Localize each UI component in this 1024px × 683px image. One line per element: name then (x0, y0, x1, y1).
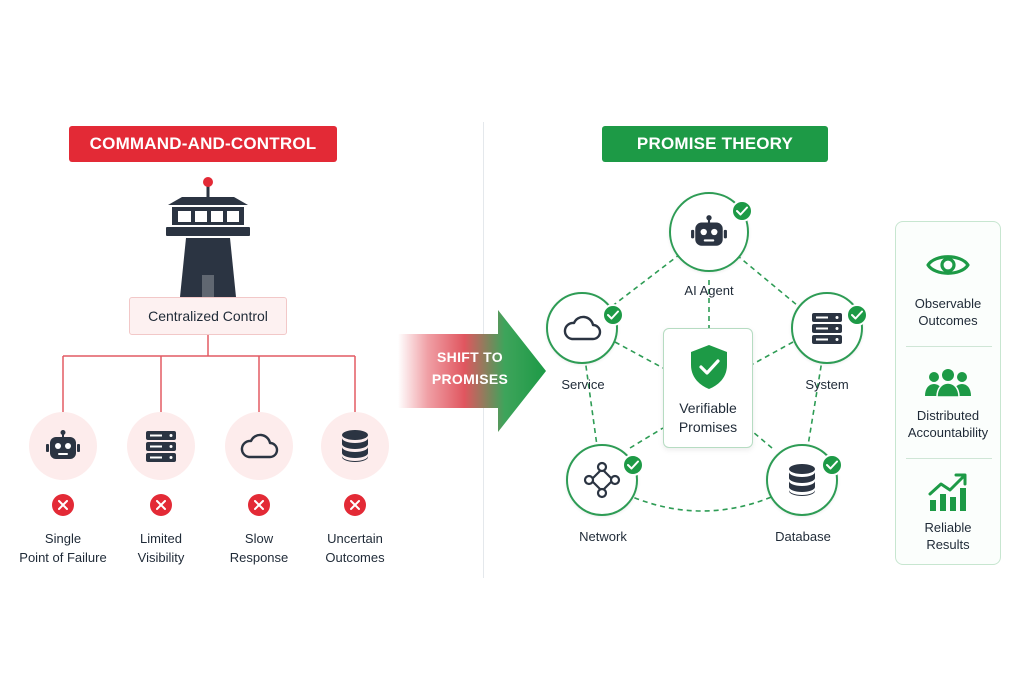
cloud-icon (240, 433, 279, 459)
hierarchy-connectors (62, 335, 356, 412)
failure-cloud-circle (225, 412, 293, 480)
check-badge-icon (731, 200, 753, 222)
robot-icon (46, 430, 80, 459)
network-label: Network (579, 529, 627, 544)
check-badge-icon (846, 304, 868, 326)
robot-icon (691, 215, 727, 246)
x-mark-icon (344, 494, 366, 516)
promise-theory-header: PROMISE THEORY (602, 126, 828, 162)
shift-arrow-icon (398, 310, 546, 432)
control-tower-icon (166, 177, 250, 297)
server-icon (146, 431, 176, 462)
system-label: System (805, 377, 849, 392)
system-node (791, 292, 863, 364)
growth-chart-icon (928, 473, 967, 511)
x-mark-icon (248, 494, 270, 516)
benefit-divider (906, 346, 992, 347)
database-label: Database (775, 529, 831, 544)
centralized-control-label: Centralized Control (148, 308, 268, 324)
network-icon (583, 461, 621, 499)
failure-database-circle (321, 412, 389, 480)
failure-server-circle (127, 412, 195, 480)
team-icon (925, 369, 971, 398)
failure-robot-circle (29, 412, 97, 480)
shield-check-icon (691, 345, 727, 389)
benefit-divider (906, 458, 992, 459)
server-icon (812, 313, 842, 344)
database-icon (789, 464, 815, 496)
x-mark-icon (150, 494, 172, 516)
eye-icon (926, 255, 970, 275)
cloud-icon (563, 315, 602, 341)
check-badge-icon (821, 454, 843, 476)
database-icon (342, 430, 368, 462)
command-and-control-header: COMMAND-AND-CONTROL (69, 126, 337, 162)
x-mark-icon (52, 494, 74, 516)
ai-agent-label: AI Agent (684, 283, 734, 298)
service-label: Service (561, 377, 605, 392)
centralized-control-box: Centralized Control (129, 297, 287, 335)
check-badge-icon (602, 304, 624, 326)
service-node (546, 292, 618, 364)
check-badge-icon (622, 454, 644, 476)
